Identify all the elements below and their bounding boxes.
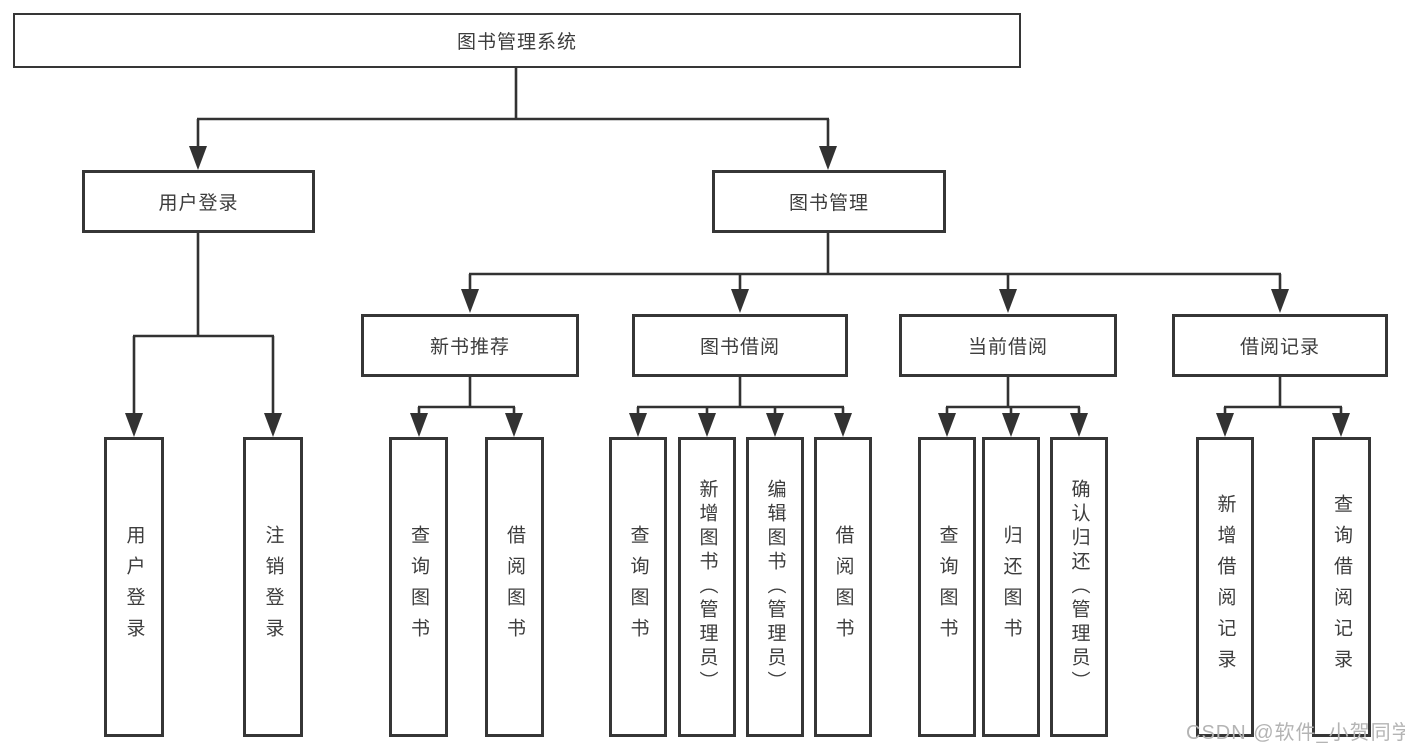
leaf-cb-query-book: 查询图书 <box>918 437 976 737</box>
leaf-br-query-record: 查询借阅记录 <box>1312 437 1371 737</box>
node-book-borrow: 图书借阅 <box>632 314 848 377</box>
node-book-management: 图书管理 <box>712 170 946 233</box>
leaf-bb-edit-book-admin: 编辑图书（管理员） <box>746 437 804 737</box>
node-user-login: 用户登录 <box>82 170 315 233</box>
leaf-br-add-record: 新增借阅记录 <box>1196 437 1254 737</box>
leaf-bb-add-book-admin: 新增图书（管理员） <box>678 437 736 737</box>
leaf-nb-borrow-book: 借阅图书 <box>485 437 544 737</box>
connector-borrowrecords-children <box>1216 377 1350 437</box>
node-root: 图书管理系统 <box>13 13 1021 68</box>
node-borrow-records: 借阅记录 <box>1172 314 1388 377</box>
node-current-borrow: 当前借阅 <box>899 314 1117 377</box>
connector-bookmgmt-to-level2 <box>461 233 1289 313</box>
leaf-nb-query-book: 查询图书 <box>389 437 448 737</box>
leaf-cb-return-book: 归还图书 <box>982 437 1040 737</box>
connector-root-to-level1 <box>189 68 837 170</box>
leaf-bb-query-book: 查询图书 <box>609 437 667 737</box>
csdn-watermark: CSDN @软件_小贺同学 <box>1186 722 1405 744</box>
leaf-logout: 注销登录 <box>243 437 303 737</box>
node-new-book-recommend: 新书推荐 <box>361 314 579 377</box>
connector-currentborrow-children <box>938 377 1088 437</box>
leaf-cb-confirm-return-admin: 确认归还（管理员） <box>1050 437 1108 737</box>
leaf-bb-borrow-book: 借阅图书 <box>814 437 872 737</box>
connector-newbookrec-children <box>410 377 523 437</box>
connector-bookborrow-children <box>629 377 852 437</box>
leaf-user-login: 用户登录 <box>104 437 164 737</box>
connector-userlogin-children <box>125 233 282 437</box>
